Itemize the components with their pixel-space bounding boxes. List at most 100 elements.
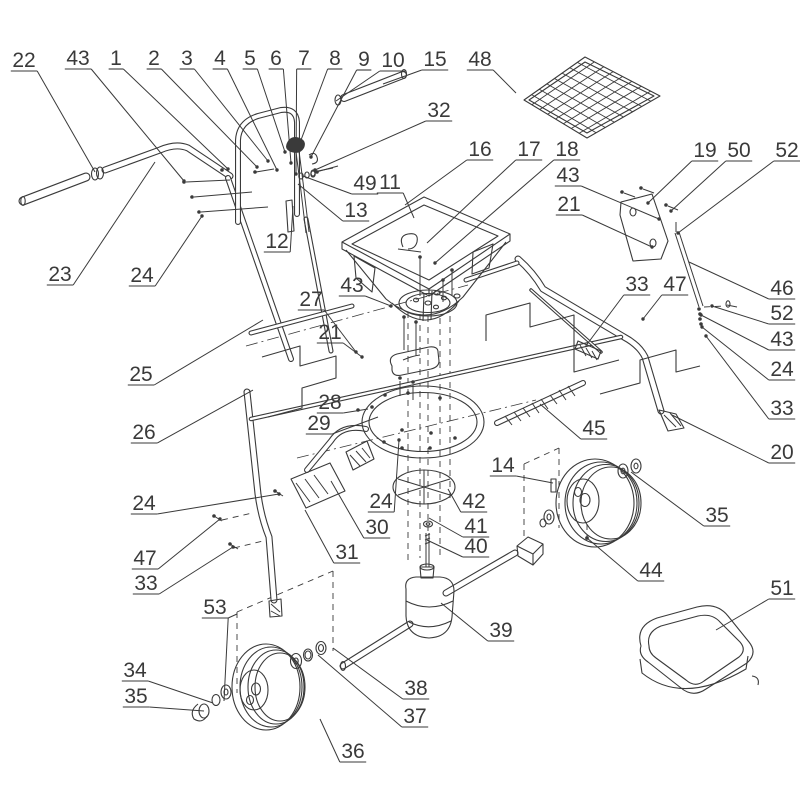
hopper-pocket [353,255,376,293]
callout-number: 24 [770,358,794,381]
callout-leader [342,342,363,358]
callout-leader [157,518,221,570]
callout-13: 13 [297,183,370,222]
callout-leader [226,68,278,171]
screen-grid-line [563,80,633,125]
right-wheel [564,461,638,545]
phantom-line [296,399,537,459]
right-grip-core [341,72,406,101]
frame-plate [261,345,337,418]
callout-1: 1 [108,47,230,171]
callout-number: 37 [403,705,426,728]
callout-33: 33 [704,334,796,420]
callout-33: 33 [132,545,235,595]
bolt-dot [228,542,232,546]
callout-number: 28 [318,391,341,414]
part-ellipse [419,563,435,571]
hopper-cover [639,605,754,694]
leader-dot [283,150,287,154]
part-ellipse [339,660,347,672]
part-ellipse [250,682,262,696]
left-leg-foot [268,598,283,618]
leader-dot [433,261,437,265]
callout-10: 10 [335,49,407,102]
bolt-dot [441,278,445,282]
detail-line [663,414,677,428]
detail-line [424,537,431,541]
callout-43: 43 [554,164,661,221]
detail-line [669,412,682,427]
bolt-dot [383,393,387,397]
callout-number: 46 [770,277,793,300]
leader-dot [289,161,293,165]
hopper-body [345,241,507,322]
callout-leader [492,69,517,94]
callout-11: 11 [376,171,415,219]
part-ellipse [433,290,441,296]
part-ellipse [573,486,583,498]
callout-leader [539,403,582,440]
callout-number: 38 [404,677,427,700]
callout-42: 42 [447,488,488,513]
bolt-dot [428,446,432,450]
left-leg-core [244,389,277,603]
callout-24: 24 [128,214,204,287]
callout-leader [282,68,292,164]
bolt-dot [212,514,216,518]
projection-line [221,512,253,521]
callout-number: 2 [148,47,160,70]
screen-grid-line [555,76,623,120]
handle-column-core [304,217,333,353]
callout-leader [647,160,693,204]
callout-number: 18 [555,138,578,161]
callout-leader [148,680,214,704]
callout-number: 47 [133,547,156,570]
callout-leader [153,319,264,386]
callout-53: 53 [201,596,238,702]
callout-43: 43 [338,274,393,308]
part-ellipse [400,68,408,80]
part-ellipse [453,293,461,299]
idler-rod-core [495,381,585,425]
part-ellipse [432,304,440,310]
callout-34: 34 [121,659,214,704]
callout-number: 24 [369,490,393,513]
leader-dot [218,517,222,521]
callout-20: 20 [671,414,796,464]
screen-grid-line [578,90,651,134]
bolt-dot [370,405,374,409]
callout-leader [302,175,352,195]
callout-number: 5 [244,47,256,70]
callout-number: 7 [298,47,310,70]
bolt-dot [273,489,277,493]
callout-leader [365,295,392,307]
callout-35: 35 [122,685,205,712]
callout-leader [670,160,727,212]
callout-number: 9 [358,48,370,71]
screen [528,61,655,134]
bolt-dot [429,431,433,435]
callout-number: 14 [491,454,515,477]
callout-number: 4 [214,47,226,70]
bolt-dot [450,268,454,272]
left-wheel [247,649,305,725]
hub-cap [191,703,208,722]
callout-number: 39 [489,619,512,642]
callout-number: 31 [335,541,358,564]
callout-3: 3 [179,47,270,163]
part-ellipse [440,295,448,301]
callout-number: 44 [639,559,663,582]
callout-leader [343,408,369,414]
rate-plate [405,292,451,314]
projection-line [236,570,334,613]
callout-number: 8 [329,47,341,70]
detail-line [295,482,311,503]
callout-number: 10 [381,49,404,72]
callout-leader [586,537,639,582]
detail-line [674,232,700,308]
step-pedal [290,462,346,509]
callout-leader [297,68,329,149]
callout-leader [156,389,254,444]
bolt-dot [698,317,702,321]
